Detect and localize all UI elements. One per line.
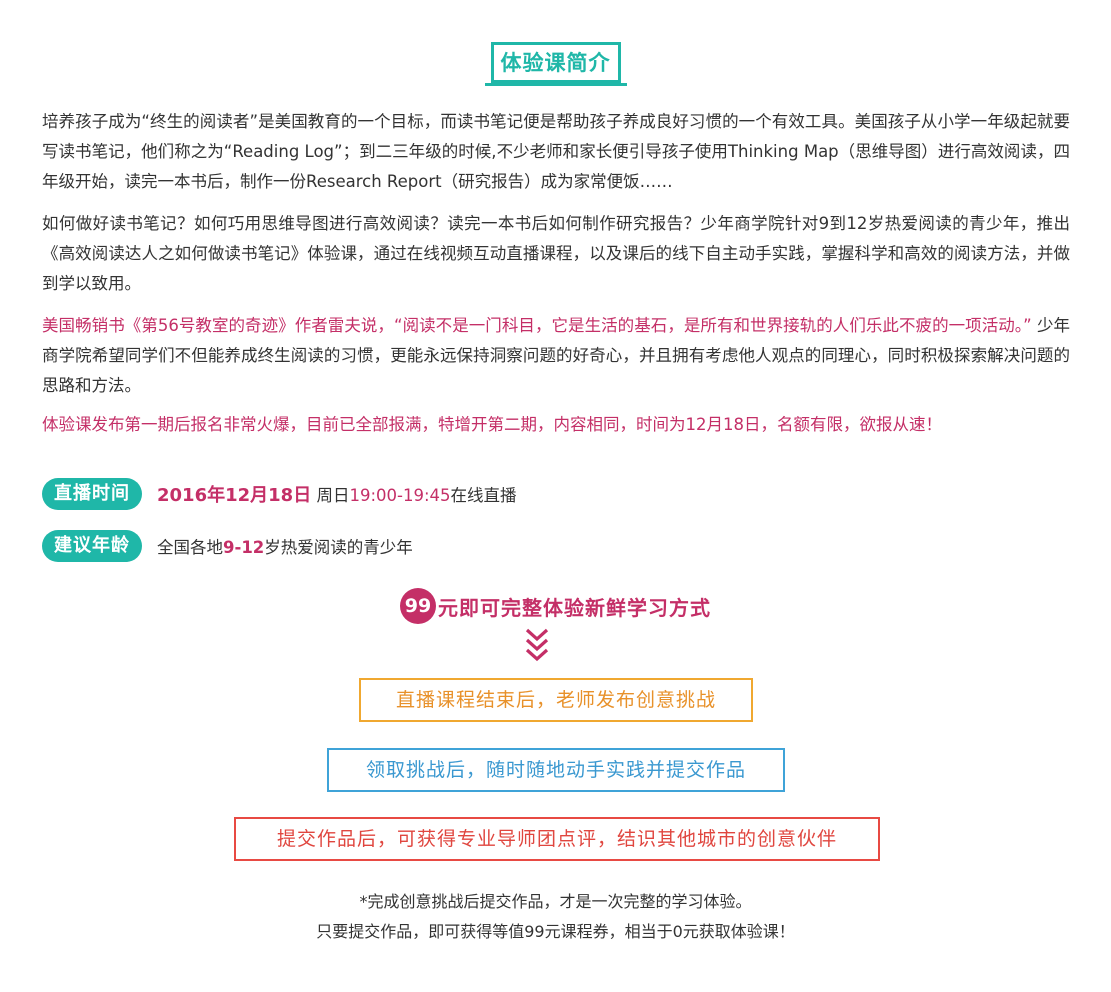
intro-paragraph-2: 如何做好读书笔记？如何巧用思维导图进行高效阅读？读完一本书后如何制作研究报告？少… [42,214,1070,293]
age-row: 建议年龄 全国各地9-12岁热爱阅读的青少年 [42,530,413,562]
live-time-row: 直播时间 2016年12月18日 周日19:00-19:45在线直播 [42,478,517,510]
age-suffix: 岁热爱阅读的青少年 [264,538,413,557]
live-time-value: 2016年12月18日 周日19:00-19:45在线直播 [157,481,517,507]
footnote-2: 只要提交作品，即可获得等值99元课程券，相当于0元获取体验课！ [316,922,795,941]
step-3-box: 提交作品后，可获得专业导师团点评，结识其他城市的创意伙伴 [234,817,880,861]
page-title: 体验课简介 [484,42,627,86]
price-offer: 99 元即可完整体验新鲜学习方式 [0,588,1111,624]
live-date: 2016年12月18日 [157,485,312,506]
age-range: 9-12 [223,538,265,557]
offer-text: 元即可完整体验新鲜学习方式 [438,595,711,620]
live-weekday: 周日 [311,486,350,505]
live-time-label: 直播时间 [42,478,142,510]
announcement-paragraph: 体验课发布第一期后报名非常火爆，目前已全部报满，特增开第二期，内容相同，时间为1… [42,415,942,434]
intro-paragraph-3: 美国畅销书《第56号教室的奇迹》作者雷夫说，“阅读不是一门科目，它是生活的基石，… [42,311,1070,401]
step-1-box: 直播课程结束后，老师发布创意挑战 [359,678,753,722]
age-value: 全国各地9-12岁热爱阅读的青少年 [157,534,413,558]
age-prefix: 全国各地 [157,538,223,557]
footnote-1: *完成创意挑战后提交作品，才是一次完整的学习体验。 [359,892,752,911]
title-area: 体验课简介 [0,42,1111,86]
quote-text: 美国畅销书《第56号教室的奇迹》作者雷夫说，“阅读不是一门科目，它是生活的基石，… [42,316,1032,335]
live-hours: 19:00-19:45 [349,486,451,505]
live-mode: 在线直播 [450,486,517,505]
step-2-box: 领取挑战后，随时随地动手实践并提交作品 [327,748,785,792]
intro-paragraph-1: 培养孩子成为“终生的阅读者”是美国教育的一个目标，而读书笔记便是帮助孩子养成良好… [42,112,1070,191]
double-chevron-down-icon [525,628,549,662]
price-badge: 99 [400,588,436,624]
age-label: 建议年龄 [42,530,142,562]
quote-followup: 少年商学院希望同学们不但能养成终生阅读的习惯，更能永远保持洞察问题的好奇心，并且… [42,316,1070,395]
